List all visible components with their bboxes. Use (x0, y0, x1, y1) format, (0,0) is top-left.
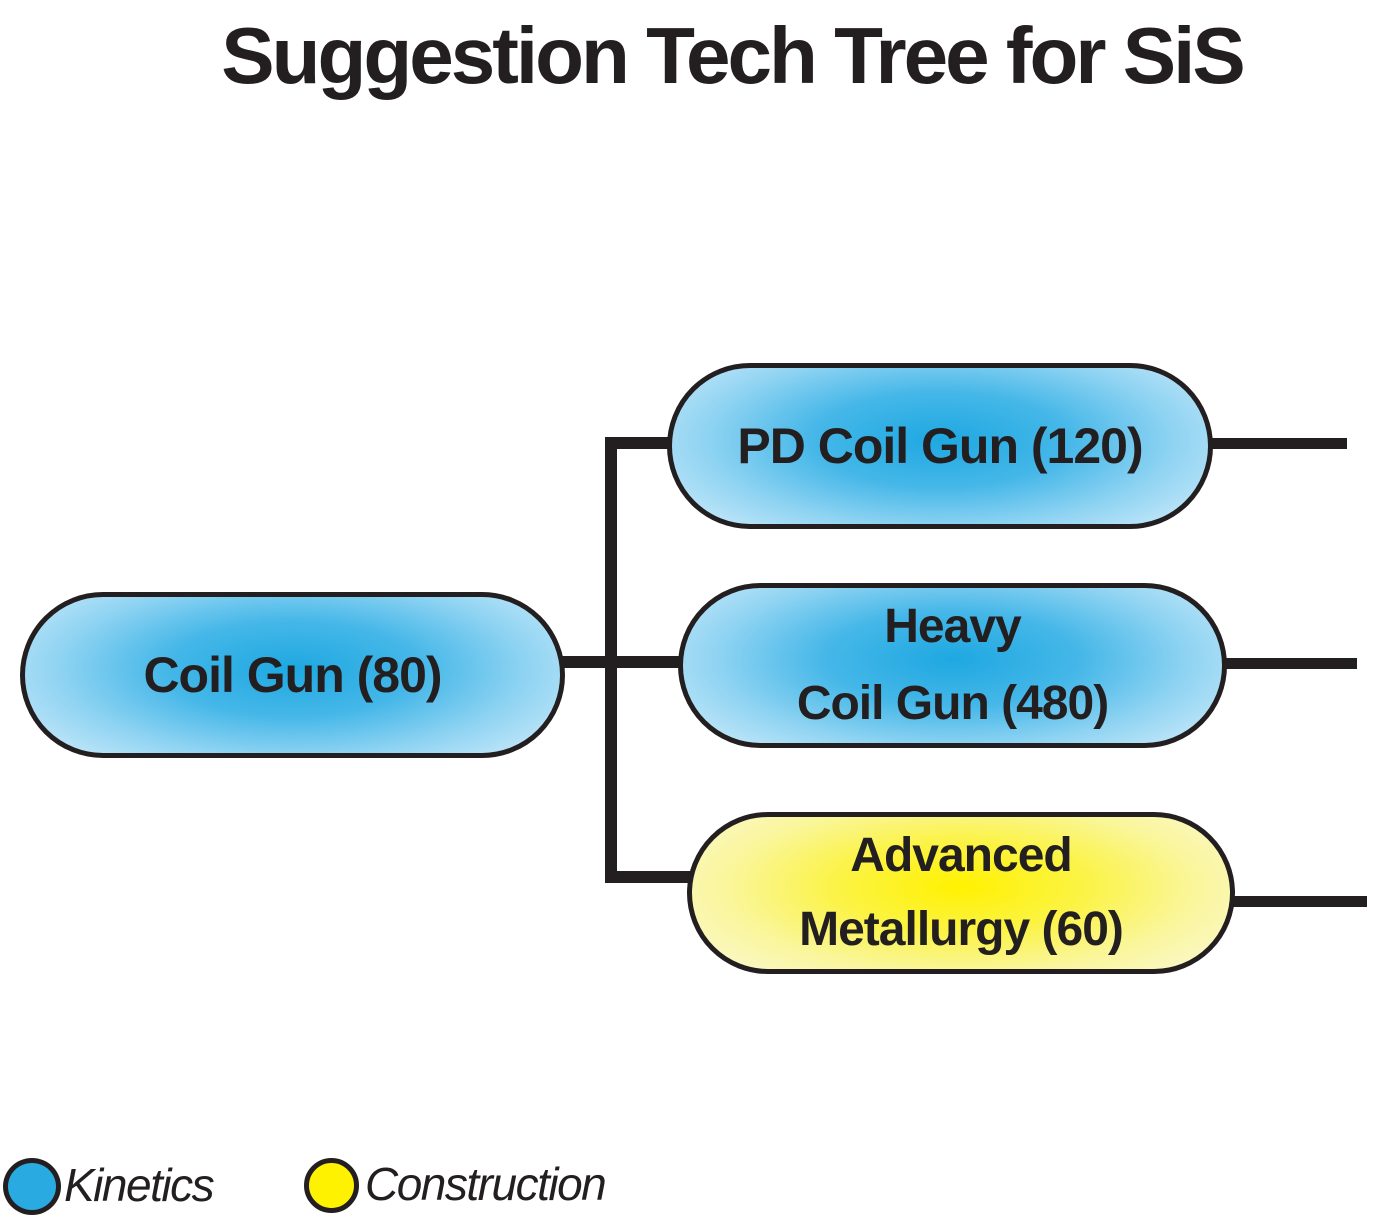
legend-kinetics-swatch-icon (3, 1158, 61, 1215)
node-advanced-metallurgy: Advanced Metallurgy (60) (687, 812, 1235, 974)
connector-branch-advanced-metallurgy (605, 871, 699, 883)
node-pd-coil-gun-label: PD Coil Gun (120) (737, 418, 1143, 474)
connector-branch-pd-coil-gun (605, 437, 680, 449)
node-heavy-coil-gun: Heavy Coil Gun (480) (678, 583, 1227, 748)
node-heavy-coil-gun-label-line1: Heavy (884, 599, 1021, 653)
node-pd-coil-gun: PD Coil Gun (120) (667, 363, 1213, 529)
connector-stub-heavy-coil-gun-right (1218, 658, 1357, 669)
legend-construction-swatch-icon (304, 1158, 359, 1213)
connector-stub-pd-coil-gun-right (1206, 438, 1347, 449)
legend-kinetics-label: Kinetics (64, 1159, 215, 1211)
legend-construction-label: Construction (365, 1158, 607, 1210)
node-coil-gun-label: Coil Gun (80) (143, 647, 442, 703)
node-advanced-metallurgy-label-line1: Advanced (850, 828, 1072, 882)
connector-branch-heavy-coil-gun (558, 656, 690, 668)
node-heavy-coil-gun-label-line2: Coil Gun (480) (796, 676, 1109, 730)
node-advanced-metallurgy-label-line2: Metallurgy (60) (799, 903, 1124, 956)
node-coil-gun: Coil Gun (80) (20, 592, 565, 758)
diagram-title: Suggestion Tech Tree for SiS (221, 11, 1245, 100)
connector-stub-advanced-metallurgy-right (1226, 896, 1367, 907)
